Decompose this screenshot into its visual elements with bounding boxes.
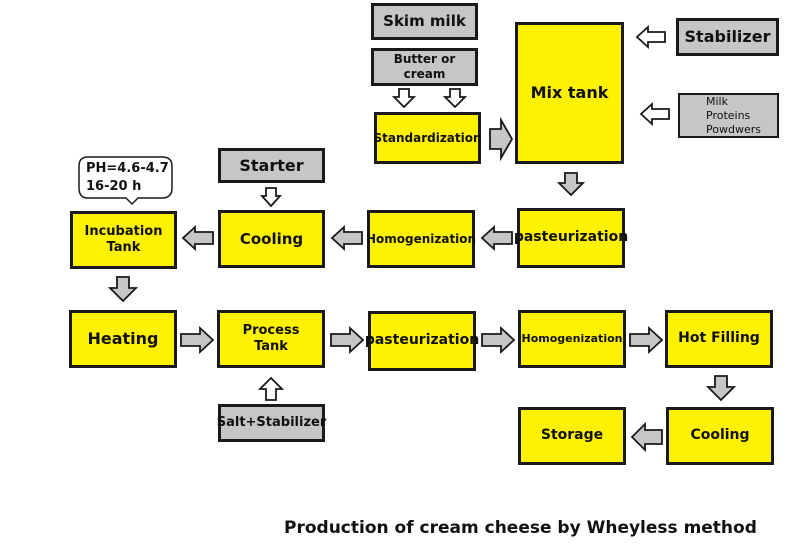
- arrow-left-icon: [181, 224, 214, 252]
- step-standardization: Standardization: [373, 112, 482, 164]
- arrow-down-icon: [705, 375, 737, 402]
- arrow-up-white-icon: [257, 376, 285, 401]
- step-cooling-1: Cooling: [218, 210, 325, 268]
- arrow-right-icon: [180, 325, 215, 355]
- arrow-down-icon: [107, 276, 139, 303]
- step-heating: Heating: [69, 310, 177, 368]
- input-skim-milk: Skim milk: [371, 3, 478, 40]
- input-salt-stabilizer: Salt+Stabilizer: [217, 404, 326, 442]
- arrow-right-icon: [629, 325, 664, 355]
- step-homogenization-2: Homogenization: [518, 310, 626, 368]
- step-homogenization-1: Homogenization: [366, 210, 476, 268]
- arrow-right-icon: [481, 325, 516, 355]
- arrow-down-icon: [556, 172, 586, 197]
- arrow-right-icon: [489, 116, 514, 162]
- callout-bubble-shape: [78, 156, 173, 206]
- step-pasteurization-1: pasteurization: [514, 208, 628, 268]
- step-cooling-2: Cooling: [666, 407, 774, 465]
- arrow-down-white-icon: [259, 187, 283, 208]
- incubation-conditions-callout: PH=4.6-4.7 16-20 h: [78, 156, 174, 210]
- arrow-left-white-icon: [635, 24, 666, 50]
- step-pasteurization-2: pasteurization: [365, 311, 479, 371]
- arrow-left-icon: [630, 421, 663, 453]
- input-stabilizer: Stabilizer: [676, 18, 779, 56]
- arrow-right-icon: [330, 325, 365, 355]
- step-storage: Storage: [518, 407, 626, 465]
- arrow-down-white-icon: [391, 88, 417, 109]
- input-starter: Starter: [218, 148, 325, 183]
- arrow-left-icon: [330, 224, 363, 252]
- input-butter-or-cream: Butter or cream: [371, 48, 478, 86]
- step-mix-tank: Mix tank: [515, 22, 624, 164]
- input-milk-proteins-powders: Milk Proteins Powdwers: [678, 93, 779, 138]
- arrow-down-white-icon: [442, 88, 468, 109]
- arrow-left-white-icon: [639, 101, 670, 127]
- arrow-left-icon: [480, 224, 513, 252]
- step-hot-filling: Hot Filling: [665, 310, 773, 368]
- diagram-title: Production of cream cheese by Wheyless m…: [284, 518, 757, 538]
